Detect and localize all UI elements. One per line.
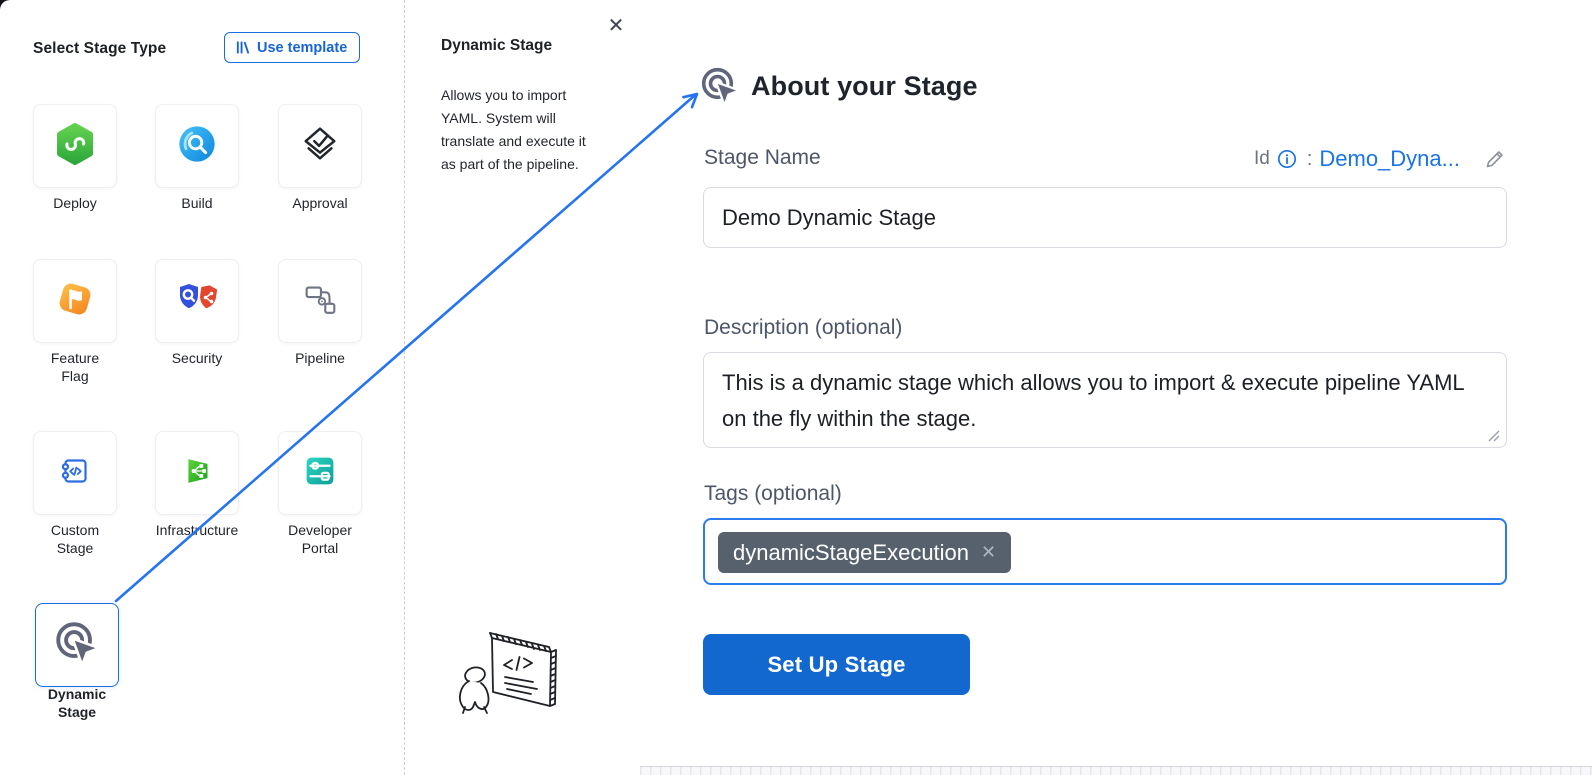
stage-label-custom-stage: Custom Stage [40, 522, 110, 557]
stage-card-pipeline[interactable] [278, 259, 362, 343]
tag-chip-label: dynamicStageExecution [733, 540, 969, 566]
stage-card-deploy[interactable] [33, 104, 117, 188]
developer-portal-icon [299, 450, 341, 497]
tags-label: Tags (optional) [704, 482, 842, 506]
whiteboard-illustration [452, 625, 584, 740]
stage-card-security[interactable] [155, 259, 239, 343]
tags-input[interactable]: dynamicStageExecution ✕ [703, 518, 1507, 585]
stage-card-approval[interactable] [278, 104, 362, 188]
stage-card-dynamic-stage[interactable] [35, 603, 119, 687]
security-icon [174, 277, 220, 326]
stage-label-approval: Approval [260, 195, 380, 213]
info-icon[interactable] [1277, 149, 1297, 169]
dynamic-stage-icon [54, 620, 100, 671]
stage-card-feature-flag[interactable] [33, 259, 117, 343]
description-label: Description (optional) [704, 316, 902, 340]
build-icon [176, 123, 218, 170]
stage-label-developer-portal: Developer Portal [280, 522, 360, 557]
approval-icon [299, 123, 341, 170]
id-label: Id [1254, 148, 1270, 170]
stage-name-label: Stage Name [704, 146, 821, 170]
info-panel-title: Dynamic Stage [441, 37, 552, 55]
stage-label-build: Build [137, 195, 257, 213]
set-up-stage-button[interactable]: Set Up Stage [703, 634, 970, 695]
stage-card-developer-portal[interactable] [278, 431, 362, 515]
infrastructure-icon [176, 450, 218, 497]
use-template-button[interactable]: Use template [224, 32, 360, 63]
custom-stage-icon [54, 450, 96, 497]
dynamic-stage-heading-icon [700, 66, 740, 106]
deploy-icon [53, 122, 97, 171]
select-stage-type-title: Select Stage Type [33, 40, 166, 58]
edit-pencil-icon[interactable] [1484, 148, 1506, 170]
feature-flag-icon [53, 277, 97, 326]
library-icon [235, 40, 250, 55]
stage-name-input[interactable] [703, 187, 1507, 248]
stage-label-pipeline: Pipeline [260, 350, 380, 368]
stage-card-custom-stage[interactable] [33, 431, 117, 515]
tag-chip: dynamicStageExecution ✕ [718, 532, 1011, 573]
close-icon[interactable]: ✕ [603, 12, 629, 38]
stage-label-feature-flag: Feature Flag [40, 350, 110, 385]
info-panel-description: Allows you to import YAML. System will t… [441, 84, 603, 176]
stage-card-infrastructure[interactable] [155, 431, 239, 515]
stage-label-security: Security [137, 350, 257, 368]
stage-label-infrastructure: Infrastructure [137, 522, 257, 540]
tag-remove-icon[interactable]: ✕ [981, 542, 996, 563]
stage-label-dynamic-stage: Dynamic Stage [35, 686, 119, 721]
stage-label-deploy: Deploy [15, 195, 135, 213]
panel-divider [404, 0, 405, 775]
id-separator: : [1307, 148, 1313, 171]
about-your-stage-heading: About your Stage [751, 71, 978, 102]
stage-id-value[interactable]: Demo_Dyna... [1319, 146, 1460, 172]
stage-card-build[interactable] [155, 104, 239, 188]
pipeline-canvas-grid [640, 766, 1592, 775]
pipeline-icon [299, 278, 341, 325]
description-textarea[interactable]: This is a dynamic stage which allows you… [703, 352, 1507, 448]
stage-id-row: Id : Demo_Dyna... [1254, 146, 1506, 172]
use-template-label: Use template [257, 40, 347, 56]
